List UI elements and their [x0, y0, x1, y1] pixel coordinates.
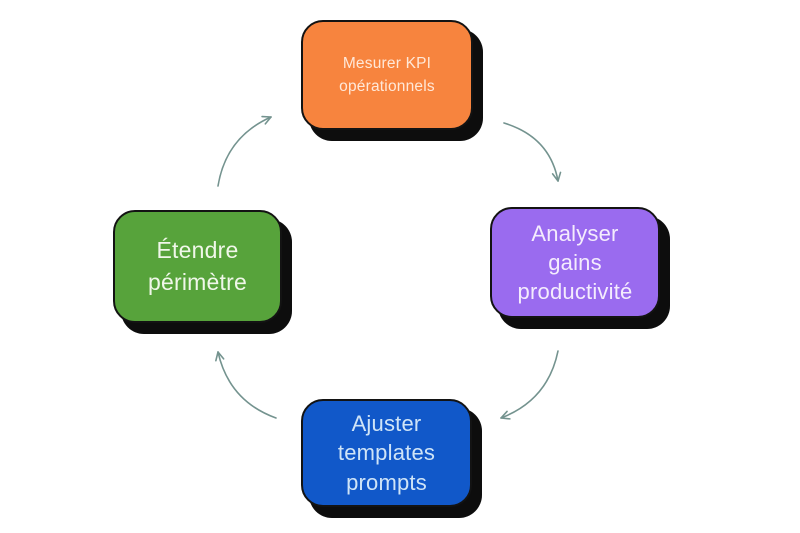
cycle-node-mesurer-kpi: Mesurer KPI opérationnels — [301, 20, 473, 130]
node-label: Analyser gains productivité — [517, 220, 633, 305]
cycle-node-analyser-gains: Analyser gains productivité — [490, 207, 660, 318]
arrow-right-to-bottom — [500, 350, 559, 420]
arrow-top-to-right — [503, 122, 562, 182]
node-label: Ajuster templates prompts — [337, 411, 436, 495]
cycle-node-etendre-perimetre: Étendre périmètre — [113, 210, 282, 323]
node-label: Étendre périmètre — [148, 237, 247, 295]
arrow-bottom-to-left — [215, 351, 277, 419]
cycle-node-ajuster-templates: Ajuster templates prompts — [301, 399, 472, 507]
arrow-left-to-top — [217, 115, 272, 187]
node-label: Mesurer KPI opérationnels — [339, 54, 435, 95]
